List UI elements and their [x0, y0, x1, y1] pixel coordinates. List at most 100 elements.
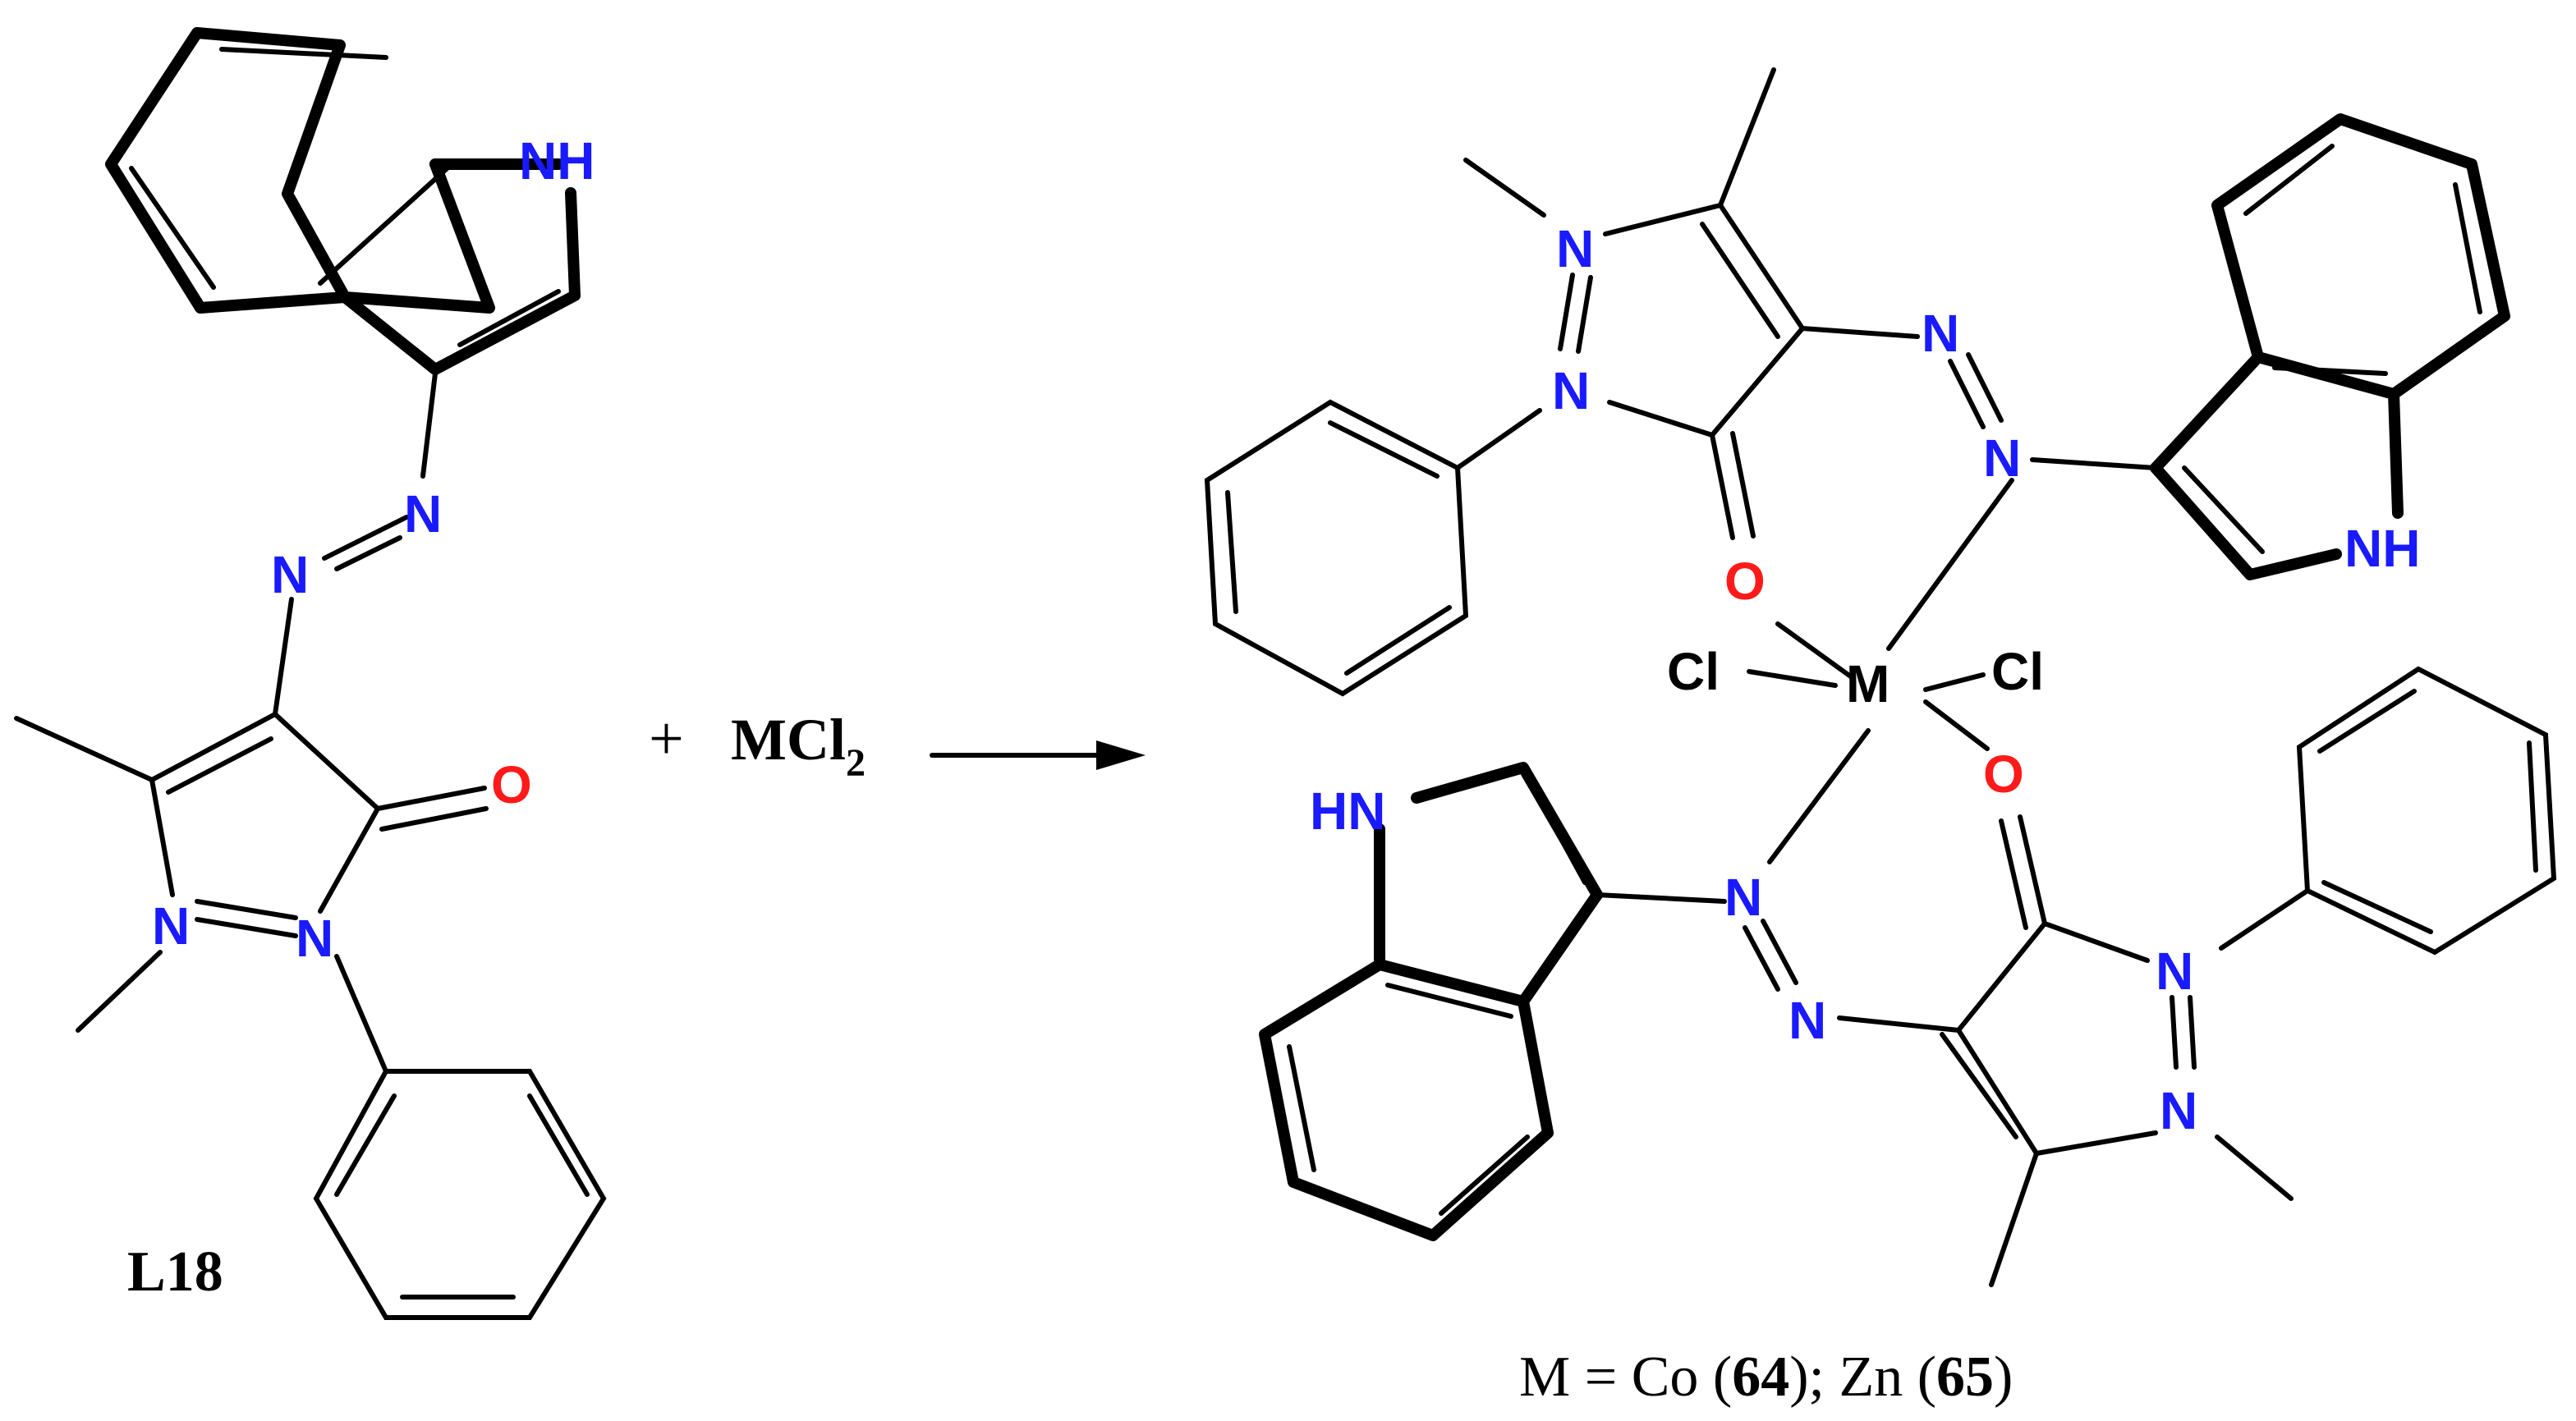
- double-bond-line: [1287, 1044, 1316, 1172]
- double-bond-line: [1385, 983, 1513, 1019]
- double-bond-line: [1344, 605, 1452, 676]
- double-bond-line: [1533, 790, 1587, 885]
- ring-n-label: N: [1556, 219, 1594, 278]
- azo-double-bond: [334, 535, 402, 571]
- bond: [2034, 1130, 2158, 1156]
- azo-n-label: N: [1922, 304, 1959, 363]
- indole-benzene-ring-bonds: [2211, 113, 2510, 400]
- indole-nh-label: NH: [2344, 519, 2420, 578]
- ring-n-label: N: [2160, 1081, 2197, 1140]
- ligand-l18: NH N N O N N L18: [14, 27, 607, 1320]
- ring-n-n-bond: [2188, 995, 2197, 1070]
- methyl-bond: [1989, 1151, 2039, 1287]
- double-bond-line: [457, 289, 561, 347]
- bond: [1956, 921, 2047, 1033]
- carbonyl-o-label: O: [491, 755, 532, 814]
- reagent-subscript: 2: [846, 741, 866, 785]
- double-bond-line: [1700, 222, 1780, 339]
- azo-n-label: N: [271, 545, 309, 604]
- bond: [273, 712, 380, 811]
- azo-n-label: N: [1724, 868, 1762, 927]
- pyrrole-bonds: [339, 187, 581, 375]
- compound-number-65: 65: [1936, 1345, 1994, 1409]
- metal-cl-bond: [1747, 669, 1838, 688]
- phenyl-ring: [2296, 666, 2557, 956]
- double-bond-line: [2243, 144, 2335, 216]
- caption-suffix: ): [1994, 1345, 2013, 1409]
- n-phenyl-bond: [334, 954, 388, 1074]
- double-bond-line: [1439, 1135, 1530, 1216]
- n-methyl-bond: [2215, 1135, 2294, 1201]
- methyl-bond: [14, 716, 154, 782]
- complex-caption: M = Co (64); Zn (65): [1519, 1345, 2013, 1409]
- bond: [149, 777, 175, 897]
- double-bond-line: [166, 736, 273, 795]
- phenyl-ring: [1204, 399, 1469, 697]
- double-bond-line: [2317, 689, 2417, 754]
- double-bond-line: [2321, 880, 2433, 934]
- azo-n-label: N: [404, 484, 442, 543]
- plus-sign: +: [649, 704, 684, 773]
- carbonyl-bond: [379, 806, 489, 832]
- ligand-label: L18: [127, 1240, 223, 1304]
- azo-double-bond: [322, 515, 409, 561]
- n-methyl-bond: [76, 950, 163, 1033]
- bond: [1607, 400, 1715, 438]
- chloride-label: Cl: [1991, 642, 2044, 701]
- azo-double-bond: [1743, 925, 1780, 992]
- bond: [1718, 203, 1805, 331]
- azo-double-bond: [1761, 919, 1798, 985]
- azo-double-bond: [1966, 352, 2004, 423]
- ring-n-n-bond: [2170, 995, 2179, 1070]
- coordination-bond: [1886, 478, 2014, 651]
- reagent-prefix: MCl: [731, 707, 846, 772]
- methyl-bond: [1718, 67, 1776, 208]
- indole-nh-label: NH: [519, 131, 595, 190]
- metal-complex: N N N N NH O Cl M Cl O HN N N N N M = Co…: [1204, 67, 2557, 1409]
- azo-n-label: N: [1983, 429, 2021, 488]
- azo-indole-bond: [1595, 892, 1727, 904]
- carbonyl-bond: [1730, 431, 1756, 539]
- azo-bond: [1837, 1015, 1961, 1033]
- ring-n-n-bond: [1558, 273, 1575, 351]
- double-bond-line: [1940, 1032, 2018, 1139]
- carbonyl-bond: [2018, 814, 2047, 926]
- pyrrole-bonds: [2150, 462, 2342, 580]
- bond: [1710, 326, 1805, 438]
- carbonyl-bond: [1710, 433, 1735, 540]
- double-bond-line: [219, 47, 388, 60]
- double-bond-line: [2527, 740, 2538, 873]
- caption-prefix: M = Co (: [1519, 1345, 1732, 1409]
- bond: [2042, 921, 2150, 963]
- double-bond-line: [129, 166, 216, 290]
- double-bond-line: [318, 162, 454, 286]
- double-bond-line: [334, 1093, 397, 1197]
- carbonyl-bond: [375, 786, 487, 811]
- ring-n-label: N: [296, 909, 333, 968]
- compound-number-64: 64: [1732, 1345, 1789, 1409]
- metal-cl-bond: [1923, 672, 1986, 692]
- double-bond-line: [1328, 420, 1440, 479]
- coordination-bond: [1775, 621, 1854, 680]
- azo-double-bond: [1948, 359, 1986, 429]
- caption-middle: ); Zn (: [1789, 1345, 1936, 1409]
- ring-n-n-bond: [195, 917, 298, 938]
- n-methyl-bond: [1463, 158, 1546, 218]
- double-bond-line: [2272, 365, 2388, 376]
- indole-benzene-ring-bonds: [105, 27, 495, 314]
- bond: [1956, 1028, 2039, 1156]
- double-bond-line: [2453, 182, 2482, 314]
- metal-label: M: [1846, 654, 1890, 713]
- indole-bonds: [2150, 351, 2404, 519]
- double-bond-line: [2182, 465, 2265, 554]
- indole-hn-label: HN: [1310, 782, 1385, 841]
- azo-n-label: N: [1789, 991, 1826, 1050]
- coordination-bond: [1767, 728, 1871, 864]
- ring-n-label: N: [2156, 942, 2193, 1001]
- carbonyl-o-label: O: [1724, 552, 1766, 611]
- reaction-arrow: [930, 740, 1146, 770]
- indole-bonds: [1374, 823, 1603, 1007]
- reagent: + MCl2: [649, 704, 866, 785]
- bond: [149, 712, 278, 782]
